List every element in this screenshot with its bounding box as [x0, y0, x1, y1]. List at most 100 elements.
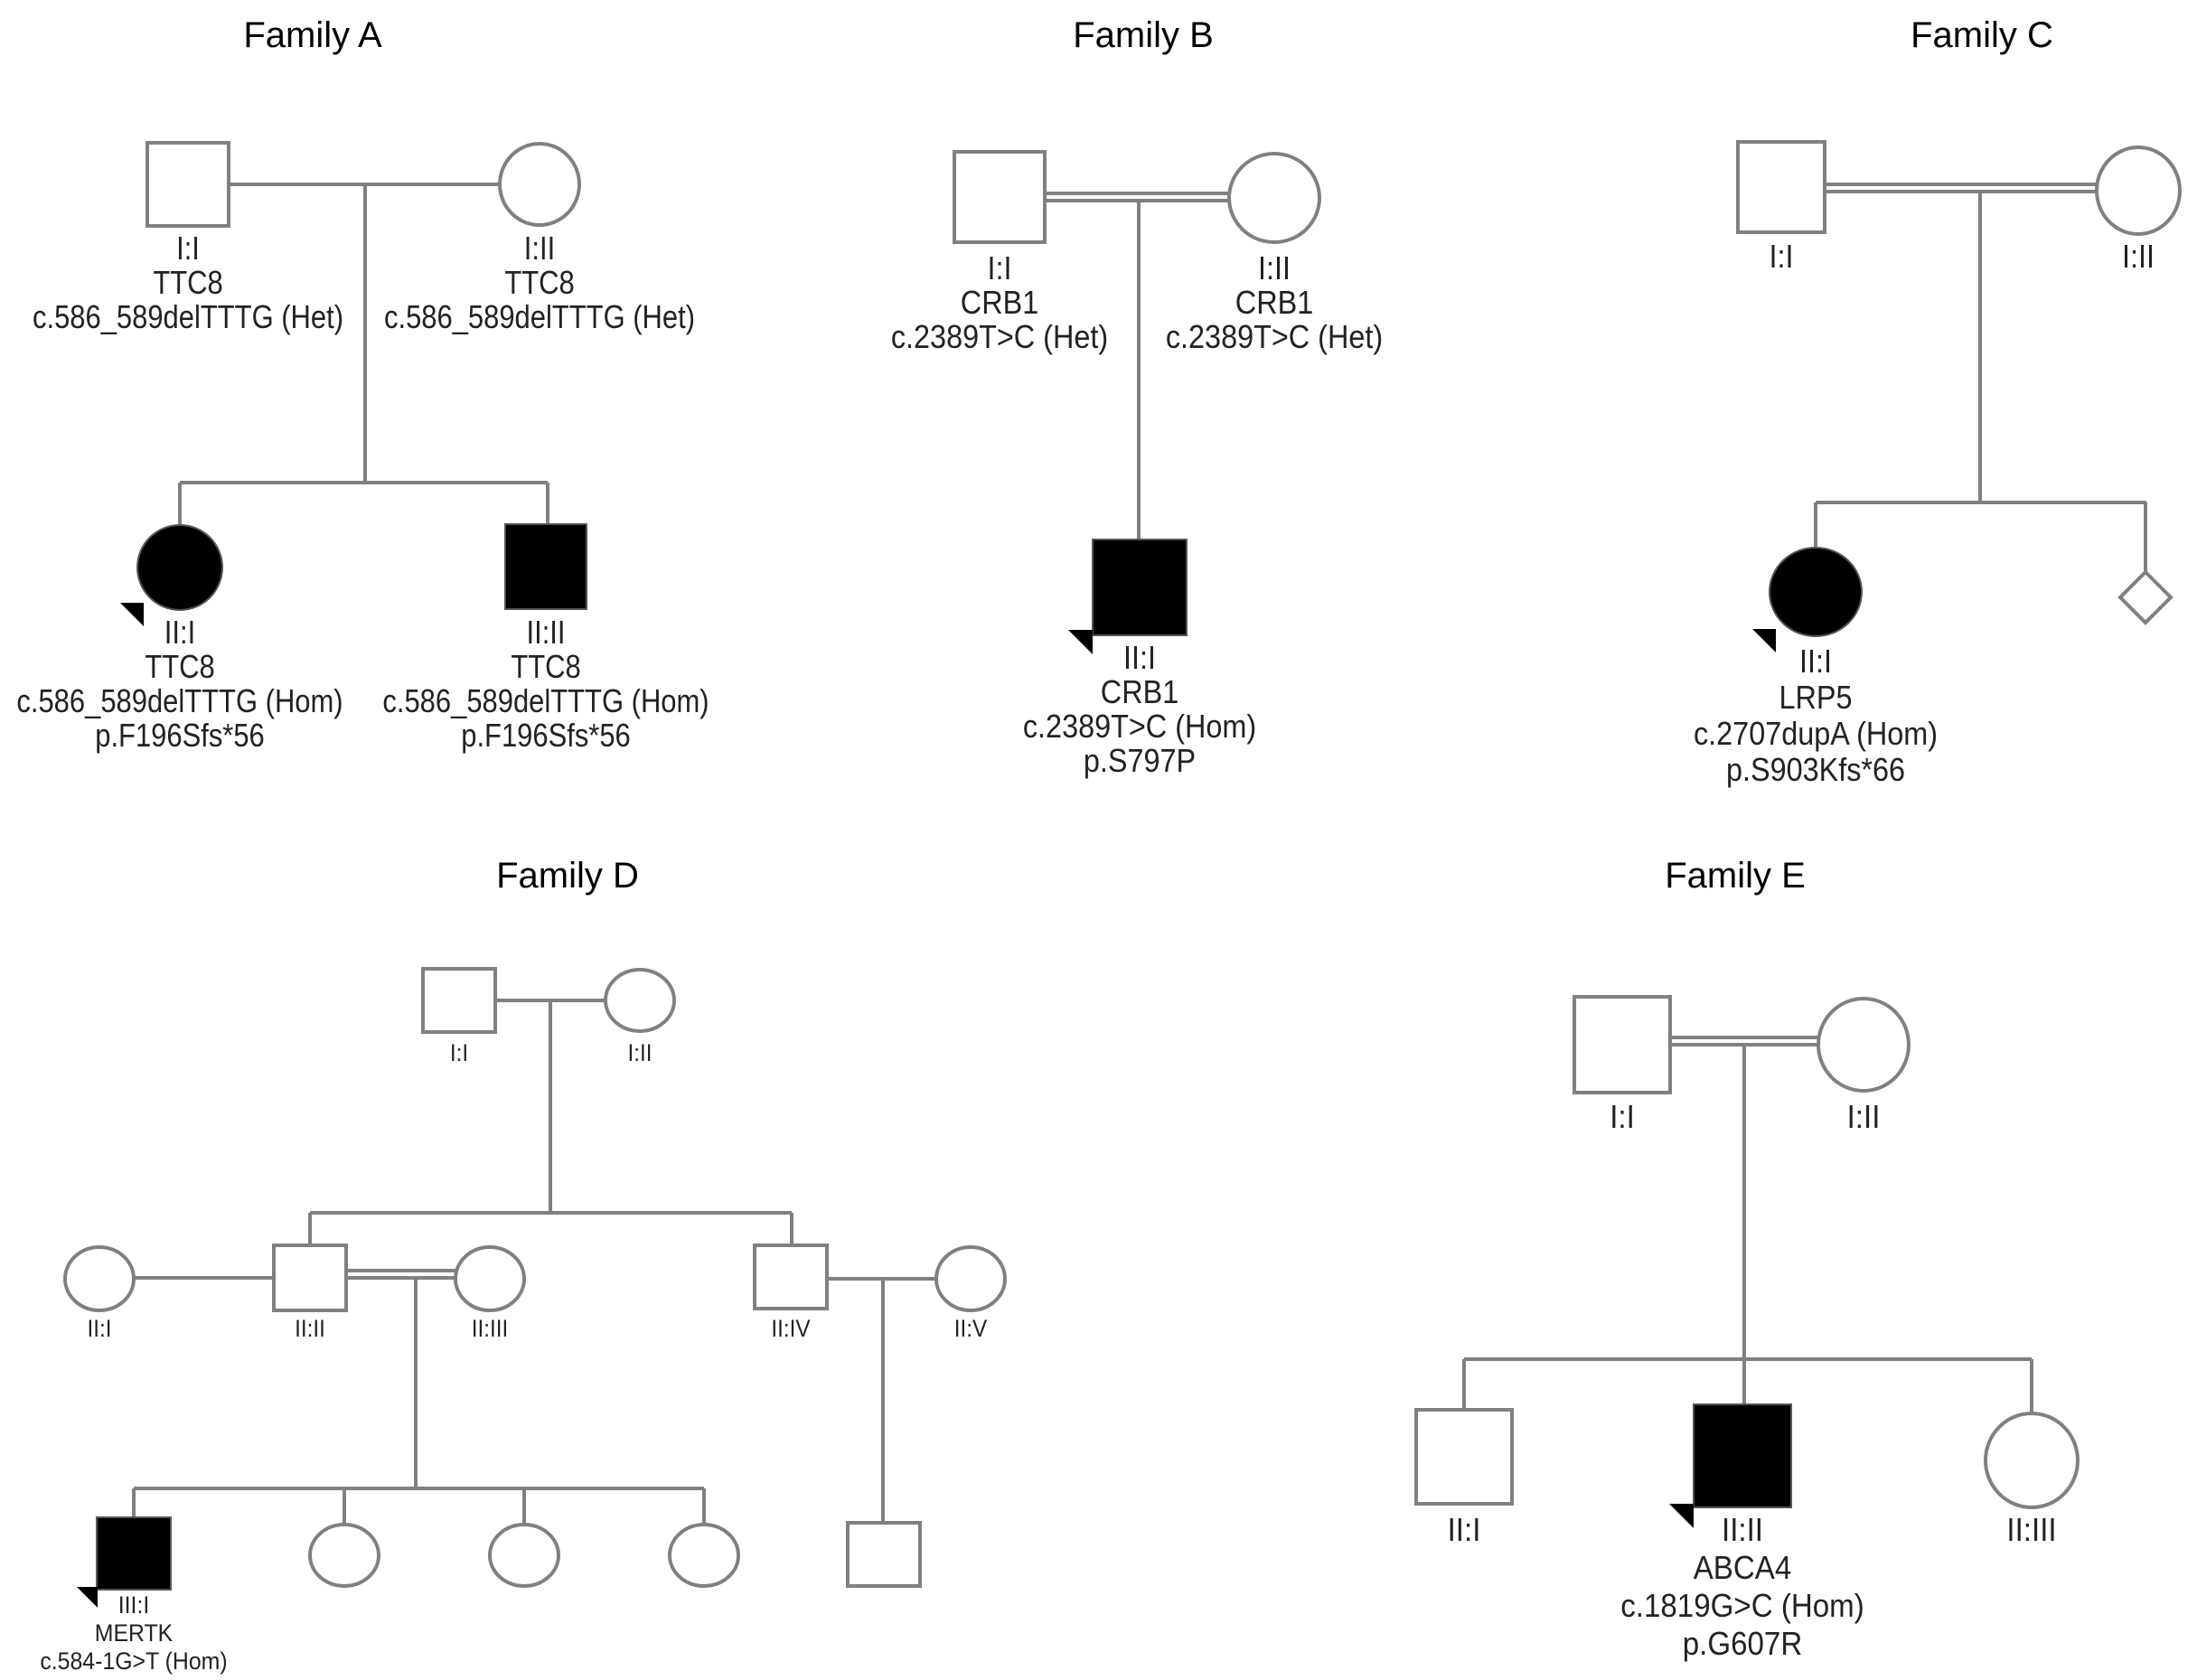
gene-label: ABCA4	[1694, 1551, 1792, 1587]
gene-label: CRB1	[961, 285, 1038, 321]
family-d-individual-12	[846, 1521, 922, 1588]
family-a-title: Family A	[243, 15, 382, 55]
individual-id-label: I:I	[1610, 1100, 1635, 1136]
proband-arrow-icon	[1752, 629, 1776, 652]
family-b-i-ii	[1227, 152, 1321, 244]
family-d-ii-ii	[272, 1244, 348, 1312]
gene-label: CRB1	[1235, 285, 1313, 321]
individual-id-label: II:I	[1448, 1513, 1481, 1549]
family-c-i-i	[1736, 140, 1826, 234]
proband-arrow-icon	[1669, 1504, 1694, 1528]
individual-id-label: I:II	[1258, 250, 1291, 286]
unaffected-male-square	[272, 1244, 348, 1312]
family-d-iii-i	[77, 1516, 172, 1608]
proband-arrow-icon	[77, 1587, 98, 1608]
family-e-ii-iii	[1984, 1412, 2080, 1509]
unaffected-female-circle	[1227, 152, 1321, 244]
unaffected-female-circle	[308, 1523, 380, 1588]
unaffected-female-circle	[488, 1523, 560, 1588]
gene-label: TTC8	[511, 650, 580, 686]
affected-male-square	[504, 523, 587, 610]
individual-id-label: I:II	[628, 1040, 653, 1066]
unaffected-male-square	[421, 967, 497, 1034]
variant-label: c.586_589delTTTG (Hom)	[382, 684, 709, 720]
unaffected-female-circle	[1984, 1412, 2080, 1509]
protein-change-label: p.F196Sfs*56	[461, 718, 631, 755]
protein-change-label: p.S903Kfs*66	[1726, 752, 1905, 788]
proband-arrow-icon	[120, 603, 144, 626]
unaffected-female-circle	[454, 1245, 526, 1312]
family-c-i-ii	[2095, 145, 2182, 236]
affected-male-square	[1693, 1403, 1792, 1508]
family-a-ii-ii	[504, 523, 587, 610]
family-e-i-i	[1573, 995, 1672, 1094]
unaffected-female-circle	[1817, 997, 1911, 1093]
family-e-ii-ii	[1669, 1403, 1792, 1528]
individual-id-label: II:I	[164, 615, 195, 652]
individual-id-label: II:V	[954, 1316, 988, 1342]
variant-label: c.2389T>C (Het)	[891, 319, 1108, 355]
individual-id-label: III:I	[118, 1592, 150, 1619]
individual-id-label: I:II	[2122, 239, 2155, 275]
unaffected-female-circle	[934, 1245, 1007, 1312]
family-d-individual-9	[308, 1523, 380, 1588]
variant-label: c.586_589delTTTG (Het)	[33, 300, 343, 336]
variant-label: c.586_589delTTTG (Het)	[384, 300, 695, 336]
family-d-title: Family D	[496, 856, 639, 896]
individual-id-label: I:II	[524, 231, 555, 267]
family-d-ii-iv	[753, 1244, 829, 1310]
proband-arrow-icon	[1068, 630, 1093, 654]
gene-label: TTC8	[145, 650, 214, 686]
unknown-sex-diamond	[2117, 569, 2174, 625]
unaffected-female-circle	[2095, 145, 2182, 236]
variant-label: c.584-1G>T (Hom)	[40, 1648, 227, 1675]
affected-male-square	[1092, 539, 1188, 636]
individual-id-label: I:I	[1769, 239, 1793, 275]
variant-label: c.2707dupA (Hom)	[1694, 716, 1938, 752]
unaffected-male-square	[1736, 140, 1826, 234]
unaffected-female-circle	[63, 1245, 136, 1312]
family-d-individual-11	[668, 1523, 740, 1588]
variant-label: c.1819G>C (Hom)	[1620, 1589, 1864, 1625]
variant-label: c.2389T>C (Het)	[1166, 319, 1383, 355]
unaffected-male-square	[1573, 995, 1672, 1094]
gene-label: CRB1	[1101, 674, 1178, 710]
individual-id-label: II:I	[1123, 640, 1156, 676]
individual-id-label: II:II	[527, 615, 566, 652]
affected-male-square	[96, 1516, 172, 1591]
affected-female-circle	[136, 524, 223, 611]
protein-change-label: p.S797P	[1084, 743, 1196, 779]
gene-label: TTC8	[153, 266, 222, 302]
family-d-i-i	[421, 967, 497, 1034]
family-c-ii-i	[1752, 547, 1863, 652]
family-e-title: Family E	[1665, 856, 1806, 896]
variant-label: c.2389T>C (Hom)	[1023, 709, 1256, 745]
family-d-i-ii	[604, 968, 676, 1033]
individual-id-label: II:III	[472, 1316, 508, 1342]
unaffected-male-square	[753, 1244, 829, 1310]
gene-label: LRP5	[1779, 680, 1852, 716]
pedigree-lines	[132, 183, 2147, 1525]
variant-label: c.586_589delTTTG (Hom)	[16, 684, 343, 720]
family-b-i-i	[953, 150, 1047, 244]
protein-change-label: p.G607R	[1683, 1627, 1803, 1663]
unaffected-female-circle	[498, 142, 581, 227]
individual-id-label: I:I	[450, 1040, 468, 1066]
unaffected-male-square	[846, 1521, 922, 1588]
individual-id-label: I:II	[1847, 1100, 1881, 1136]
individual-id-label: II:IV	[771, 1316, 811, 1342]
family-d-individual-10	[488, 1523, 560, 1588]
family-d-ii-i	[63, 1245, 136, 1312]
individual-id-label: II:II	[1722, 1513, 1763, 1549]
family-e-i-ii	[1817, 997, 1911, 1093]
family-b-title: Family B	[1073, 15, 1214, 55]
individual-id-label: I:I	[176, 231, 200, 267]
family-e-ii-i	[1414, 1408, 1514, 1506]
individual-id-label: II:II	[295, 1316, 325, 1342]
family-c-individual-4	[2117, 569, 2174, 625]
family-a-ii-i	[120, 524, 223, 626]
affected-female-circle	[1769, 547, 1863, 637]
